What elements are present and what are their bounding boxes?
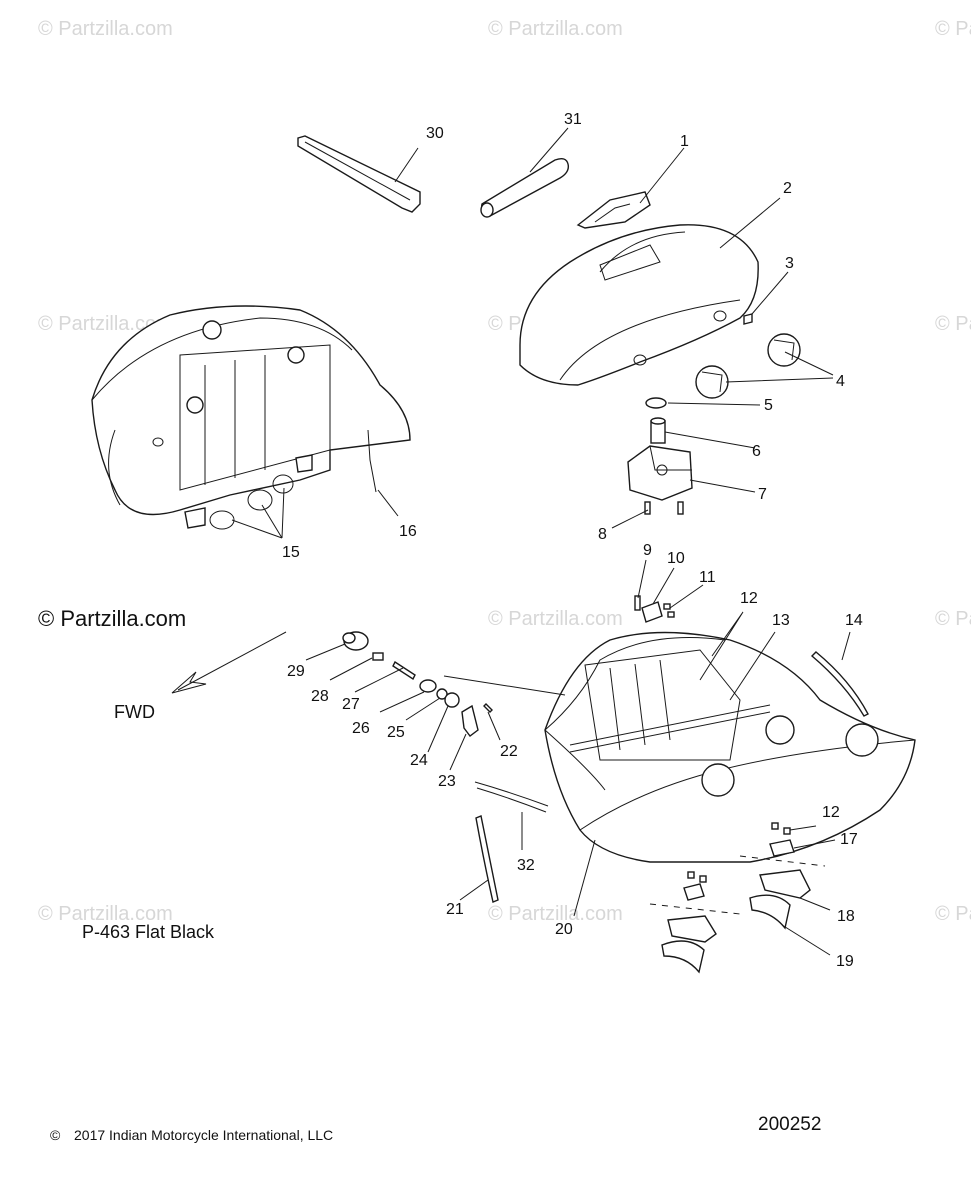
- watermark: © Partzilla.com: [935, 18, 971, 40]
- watermark: © Partzilla.com: [38, 18, 173, 40]
- callout-3: 3: [785, 255, 794, 272]
- part-32-seal: [474, 781, 549, 813]
- part-1-latch: [576, 191, 651, 229]
- callout-6: 6: [752, 443, 761, 460]
- callouts: 30 31 1 2 3 4 5 6 7 8 9 10 11 12 13 14 1…: [282, 111, 863, 970]
- callout-16: 16: [399, 523, 417, 540]
- callout-10: 10: [667, 550, 685, 567]
- callout-17: 17: [840, 831, 858, 848]
- callout-15: 15: [282, 544, 300, 561]
- part-19-pads: [661, 894, 791, 974]
- callout-9: 9: [643, 542, 652, 559]
- part-21-trim: [475, 815, 499, 903]
- callout-24: 24: [410, 752, 428, 769]
- part-20-saddlebag-base: [544, 631, 916, 863]
- part-30-trim-strip: [297, 135, 421, 213]
- callout-19: 19: [836, 953, 854, 970]
- callout-30: 30: [426, 125, 444, 142]
- fwd-label: FWD: [114, 702, 155, 722]
- leader-lines: [231, 127, 851, 956]
- part-8-screws: [644, 501, 684, 515]
- fwd-arrow: [171, 631, 287, 694]
- callout-29: 29: [287, 663, 305, 680]
- callout-1: 1: [680, 133, 689, 150]
- callout-26: 26: [352, 720, 370, 737]
- part-27-bolt: [392, 660, 416, 681]
- diagram-number: 200252: [758, 1114, 821, 1135]
- callout-21: 21: [446, 901, 464, 918]
- callout-7: 7: [758, 486, 767, 503]
- watermark: © Partzilla.com: [935, 903, 971, 925]
- part-11-screws: [663, 603, 675, 618]
- callout-23: 23: [438, 773, 456, 790]
- callout-4: 4: [836, 373, 845, 390]
- copyright-symbol: ©: [50, 1127, 61, 1143]
- brand-mark: © Partzilla.com: [38, 606, 186, 631]
- part-16-tether: [367, 429, 377, 493]
- callout-20: 20: [555, 921, 573, 938]
- part-6-bushing: [650, 417, 666, 444]
- part-26-bushing: [419, 679, 437, 693]
- callout-14: 14: [845, 612, 863, 629]
- callout-32: 32: [517, 857, 535, 874]
- part-3-screw: [743, 313, 753, 325]
- part-7-lock-assembly: [627, 445, 693, 501]
- callout-13: 13: [772, 612, 790, 629]
- part-2-lid: [519, 224, 759, 386]
- part-18-mounts: [667, 869, 811, 943]
- copyright-text: 2017 Indian Motorcycle International, LL…: [74, 1127, 333, 1143]
- part-29-bumper: [342, 631, 369, 651]
- callout-18: 18: [837, 908, 855, 925]
- part-14-strip: [810, 651, 869, 717]
- callout-25: 25: [387, 724, 405, 741]
- watermark: © Partzilla.com: [488, 18, 623, 40]
- watermark: © Partzilla.com: [935, 608, 971, 630]
- part-17-plates: [683, 839, 795, 901]
- callout-22: 22: [500, 743, 518, 760]
- callout-31: 31: [564, 111, 582, 128]
- callout-8: 8: [598, 526, 607, 543]
- part-5-washer: [645, 397, 667, 409]
- watermark: © Partzilla.com: [488, 903, 623, 925]
- watermark: © Partzilla.com: [38, 313, 173, 335]
- callout-27: 27: [342, 696, 360, 713]
- part-24-washer: [444, 692, 460, 708]
- part-4-covers: [695, 333, 801, 399]
- watermark: © Partzilla.com: [935, 313, 971, 335]
- callout-2: 2: [783, 180, 792, 197]
- part-28-spacer: [372, 652, 384, 661]
- watermark: © Partzilla.com: [38, 903, 173, 925]
- watermark-group: © Partzilla.com © Partzilla.com © Partzi…: [38, 18, 971, 925]
- paint-code: P-463 Flat Black: [82, 922, 215, 942]
- part-22-pin: [483, 703, 493, 713]
- part-23-bracket: [461, 704, 479, 737]
- saddlebag-assembly-view: [91, 305, 411, 529]
- callout-12-lower: 12: [822, 804, 840, 821]
- watermark: © Partzilla.com: [488, 608, 623, 630]
- callout-12-upper: 12: [740, 590, 758, 607]
- part-15-clips: [209, 474, 294, 530]
- part-12-screws-lower: [687, 822, 791, 883]
- part-31-tube: [480, 157, 570, 218]
- callout-11: 11: [699, 569, 716, 586]
- part-10-plate: [641, 601, 663, 623]
- part-25-washer: [436, 688, 448, 700]
- part-9-pin: [634, 595, 641, 611]
- alignment-lines: [649, 855, 826, 915]
- callout-5: 5: [764, 397, 773, 414]
- callout-28: 28: [311, 688, 329, 705]
